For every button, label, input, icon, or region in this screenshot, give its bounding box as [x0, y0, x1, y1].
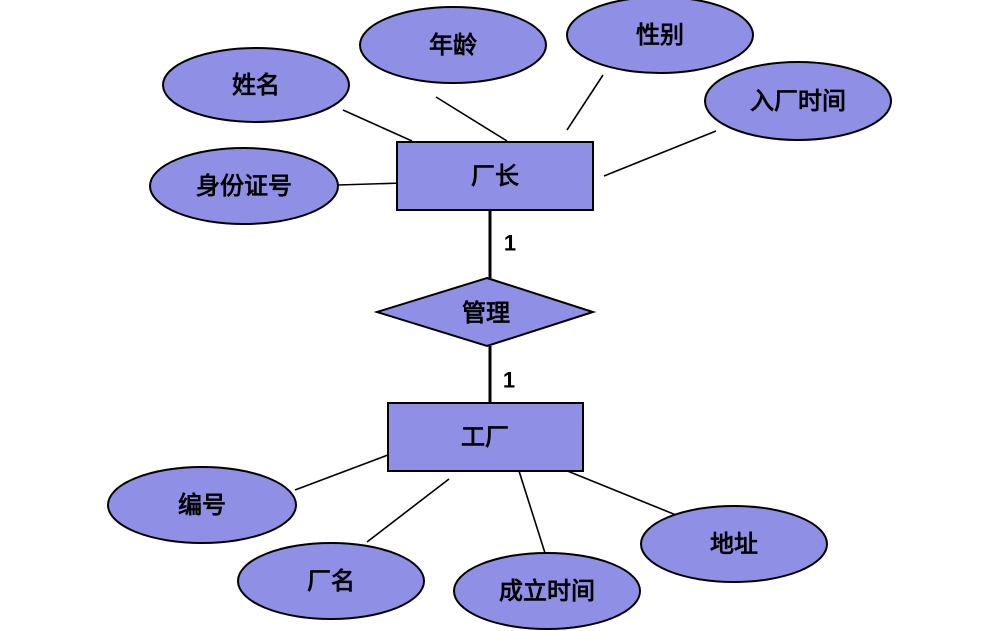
attribute-number-label: 编号: [178, 491, 226, 519]
edge-factory-established: [518, 470, 546, 554]
edge-factory-name: [366, 478, 450, 543]
edge-manager-gender: [566, 74, 604, 131]
relationship-manage-label: 管理: [462, 299, 510, 327]
attribute-established-label: 成立时间: [499, 577, 595, 605]
entity-manager-label: 厂长: [471, 162, 520, 190]
edge-manager-age: [435, 96, 508, 142]
edge-manager-name: [342, 109, 413, 142]
edge-factory-address: [564, 469, 677, 516]
cardinality-manager: 1: [504, 231, 516, 256]
edge-factory-number: [294, 454, 389, 491]
entity-manager: 厂长: [396, 141, 594, 211]
connectors: [294, 74, 717, 554]
attribute-address-label: 地址: [710, 530, 758, 558]
attribute-name: 姓名: [162, 47, 350, 123]
attribute-factory-name-label: 厂名: [307, 567, 355, 595]
attribute-id-number: 身份证号: [149, 147, 339, 225]
attribute-join-date-label: 入厂时间: [750, 87, 846, 115]
attribute-join-date: 入厂时间: [704, 61, 892, 141]
edge-manager-id-number: [337, 182, 403, 186]
attribute-factory-name: 厂名: [237, 542, 425, 620]
attribute-number: 编号: [107, 466, 297, 544]
edge-manager-join-date: [603, 130, 717, 177]
attribute-name-label: 姓名: [232, 71, 280, 99]
cardinality-factory: 1: [503, 368, 515, 393]
attribute-established: 成立时间: [453, 552, 641, 630]
attribute-age: 年龄: [359, 6, 547, 84]
attribute-age-label: 年龄: [429, 31, 478, 59]
entity-factory: 工厂: [387, 402, 584, 472]
attribute-id-number-label: 身份证号: [196, 172, 292, 200]
relationship-manage: 管理: [373, 276, 597, 348]
attribute-gender: 性别: [566, 0, 754, 74]
entity-factory-label: 工厂: [461, 423, 509, 451]
attribute-address: 地址: [640, 505, 828, 583]
attribute-gender-label: 性别: [636, 21, 684, 49]
